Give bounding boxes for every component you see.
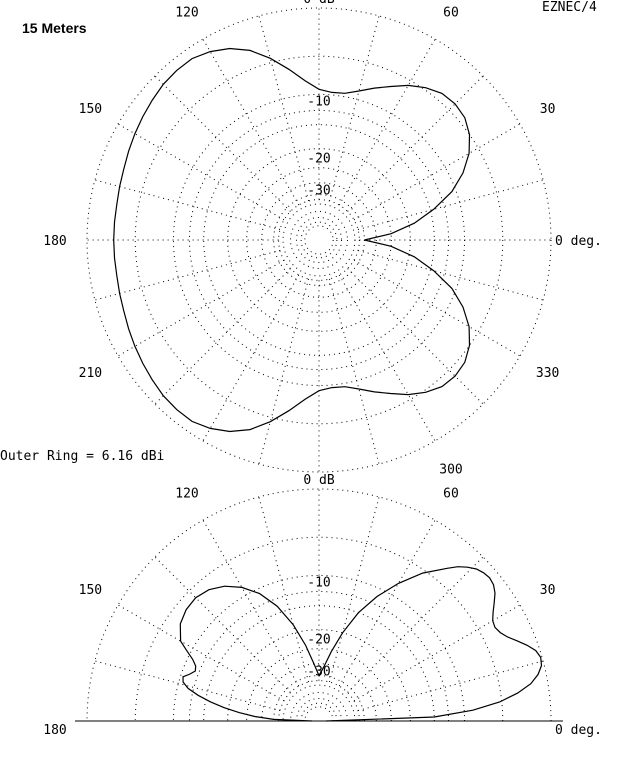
angle-label-150: 150 [79,102,102,117]
grid-spoke [202,519,300,687]
angle-label-0: 0 deg. [555,234,602,249]
ring-label: 0 dB [303,0,334,7]
grid-spoke [347,75,484,212]
ring-label: 0 dB [303,473,334,488]
grid-spoke [328,496,380,683]
ring-label: -10 [307,575,330,590]
grid-ring [246,648,392,722]
grid-ring [203,605,435,722]
program-name: EZNEC/4 [542,0,597,15]
grid-spoke [154,268,291,405]
azimuth-plot: 0 dB -10 -20 -30 0 deg. 30 60 120 150 180 210 300 33… [43,0,602,478]
grid-spoke [258,15,310,202]
grid-spoke [258,496,310,683]
angle-label-210: 210 [79,366,102,381]
grid-ring [246,167,392,313]
grid-ring [261,663,377,722]
ring-label: -30 [307,665,330,680]
grid [86,488,552,722]
ring-label: -20 [307,633,330,648]
angle-label-0: 0 deg. [555,723,602,738]
angle-label-180: 180 [43,234,66,249]
grid-ring [290,211,348,269]
grid-spoke [347,268,484,405]
grid-ring [273,675,365,722]
grid-ring [282,203,356,277]
ring-label: -10 [307,94,330,109]
grid-ring [295,216,343,264]
grid-spoke [338,519,436,687]
outer-ring-label: Outer Ring = 6.16 dBi [0,449,164,464]
grid-spoke [94,660,281,712]
angle-label-60: 60 [443,486,459,501]
grid-spoke [94,179,281,231]
grid-ring [86,7,552,473]
grid-ring [295,698,343,722]
grid-ring [203,124,435,356]
grid-ring [273,194,365,286]
angle-label-30: 30 [540,583,556,598]
pattern-trace-0 [179,566,543,722]
angle-label-300: 300 [439,463,462,478]
grid-spoke [94,249,281,301]
grid-ring [134,55,504,425]
grid-ring [304,225,334,255]
grid-ring [278,680,360,722]
angle-label-180: 180 [43,723,66,738]
grid-spoke [202,38,300,206]
band-title: 15 Meters [22,20,87,36]
grid-spoke [117,259,285,357]
grid-spoke [117,604,285,702]
angle-label-60: 60 [443,5,459,20]
grid-spoke [338,38,436,206]
angle-label-120: 120 [175,486,198,501]
grid-spoke [338,274,436,442]
angle-label-150: 150 [79,583,102,598]
grid-spoke [353,604,521,702]
grid-ring [86,488,552,722]
grid-spoke [328,15,380,202]
grid-ring [300,702,338,722]
angle-label-120: 120 [175,5,198,20]
grid-spoke [353,259,521,357]
pattern-trace-0 [113,47,471,433]
grid-spoke [357,660,544,712]
angle-label-30: 30 [540,102,556,117]
grid [86,7,552,473]
grid-ring [300,221,338,259]
ring-label: -20 [307,152,330,167]
angle-label-330: 330 [536,366,559,381]
grid-ring [172,574,466,722]
grid-spoke [347,556,484,693]
grid-spoke [353,123,521,221]
grid-spoke [154,75,291,212]
grid-spoke [357,249,544,301]
grid-spoke [202,274,300,442]
grid-spoke [328,278,380,465]
grid-spoke [154,556,291,693]
elevation-plot: 0 dB -10 -20 -30 0 deg. 30 60 120 150 180 [43,473,602,738]
grid-spoke [117,123,285,221]
grid-ring [290,692,348,722]
grid-ring [282,684,356,722]
ring-label: -30 [307,184,330,199]
grid-ring [188,109,450,371]
grid-ring [188,591,450,722]
grid-spoke [357,179,544,231]
grid-ring [304,706,334,722]
grid-spoke [258,278,310,465]
